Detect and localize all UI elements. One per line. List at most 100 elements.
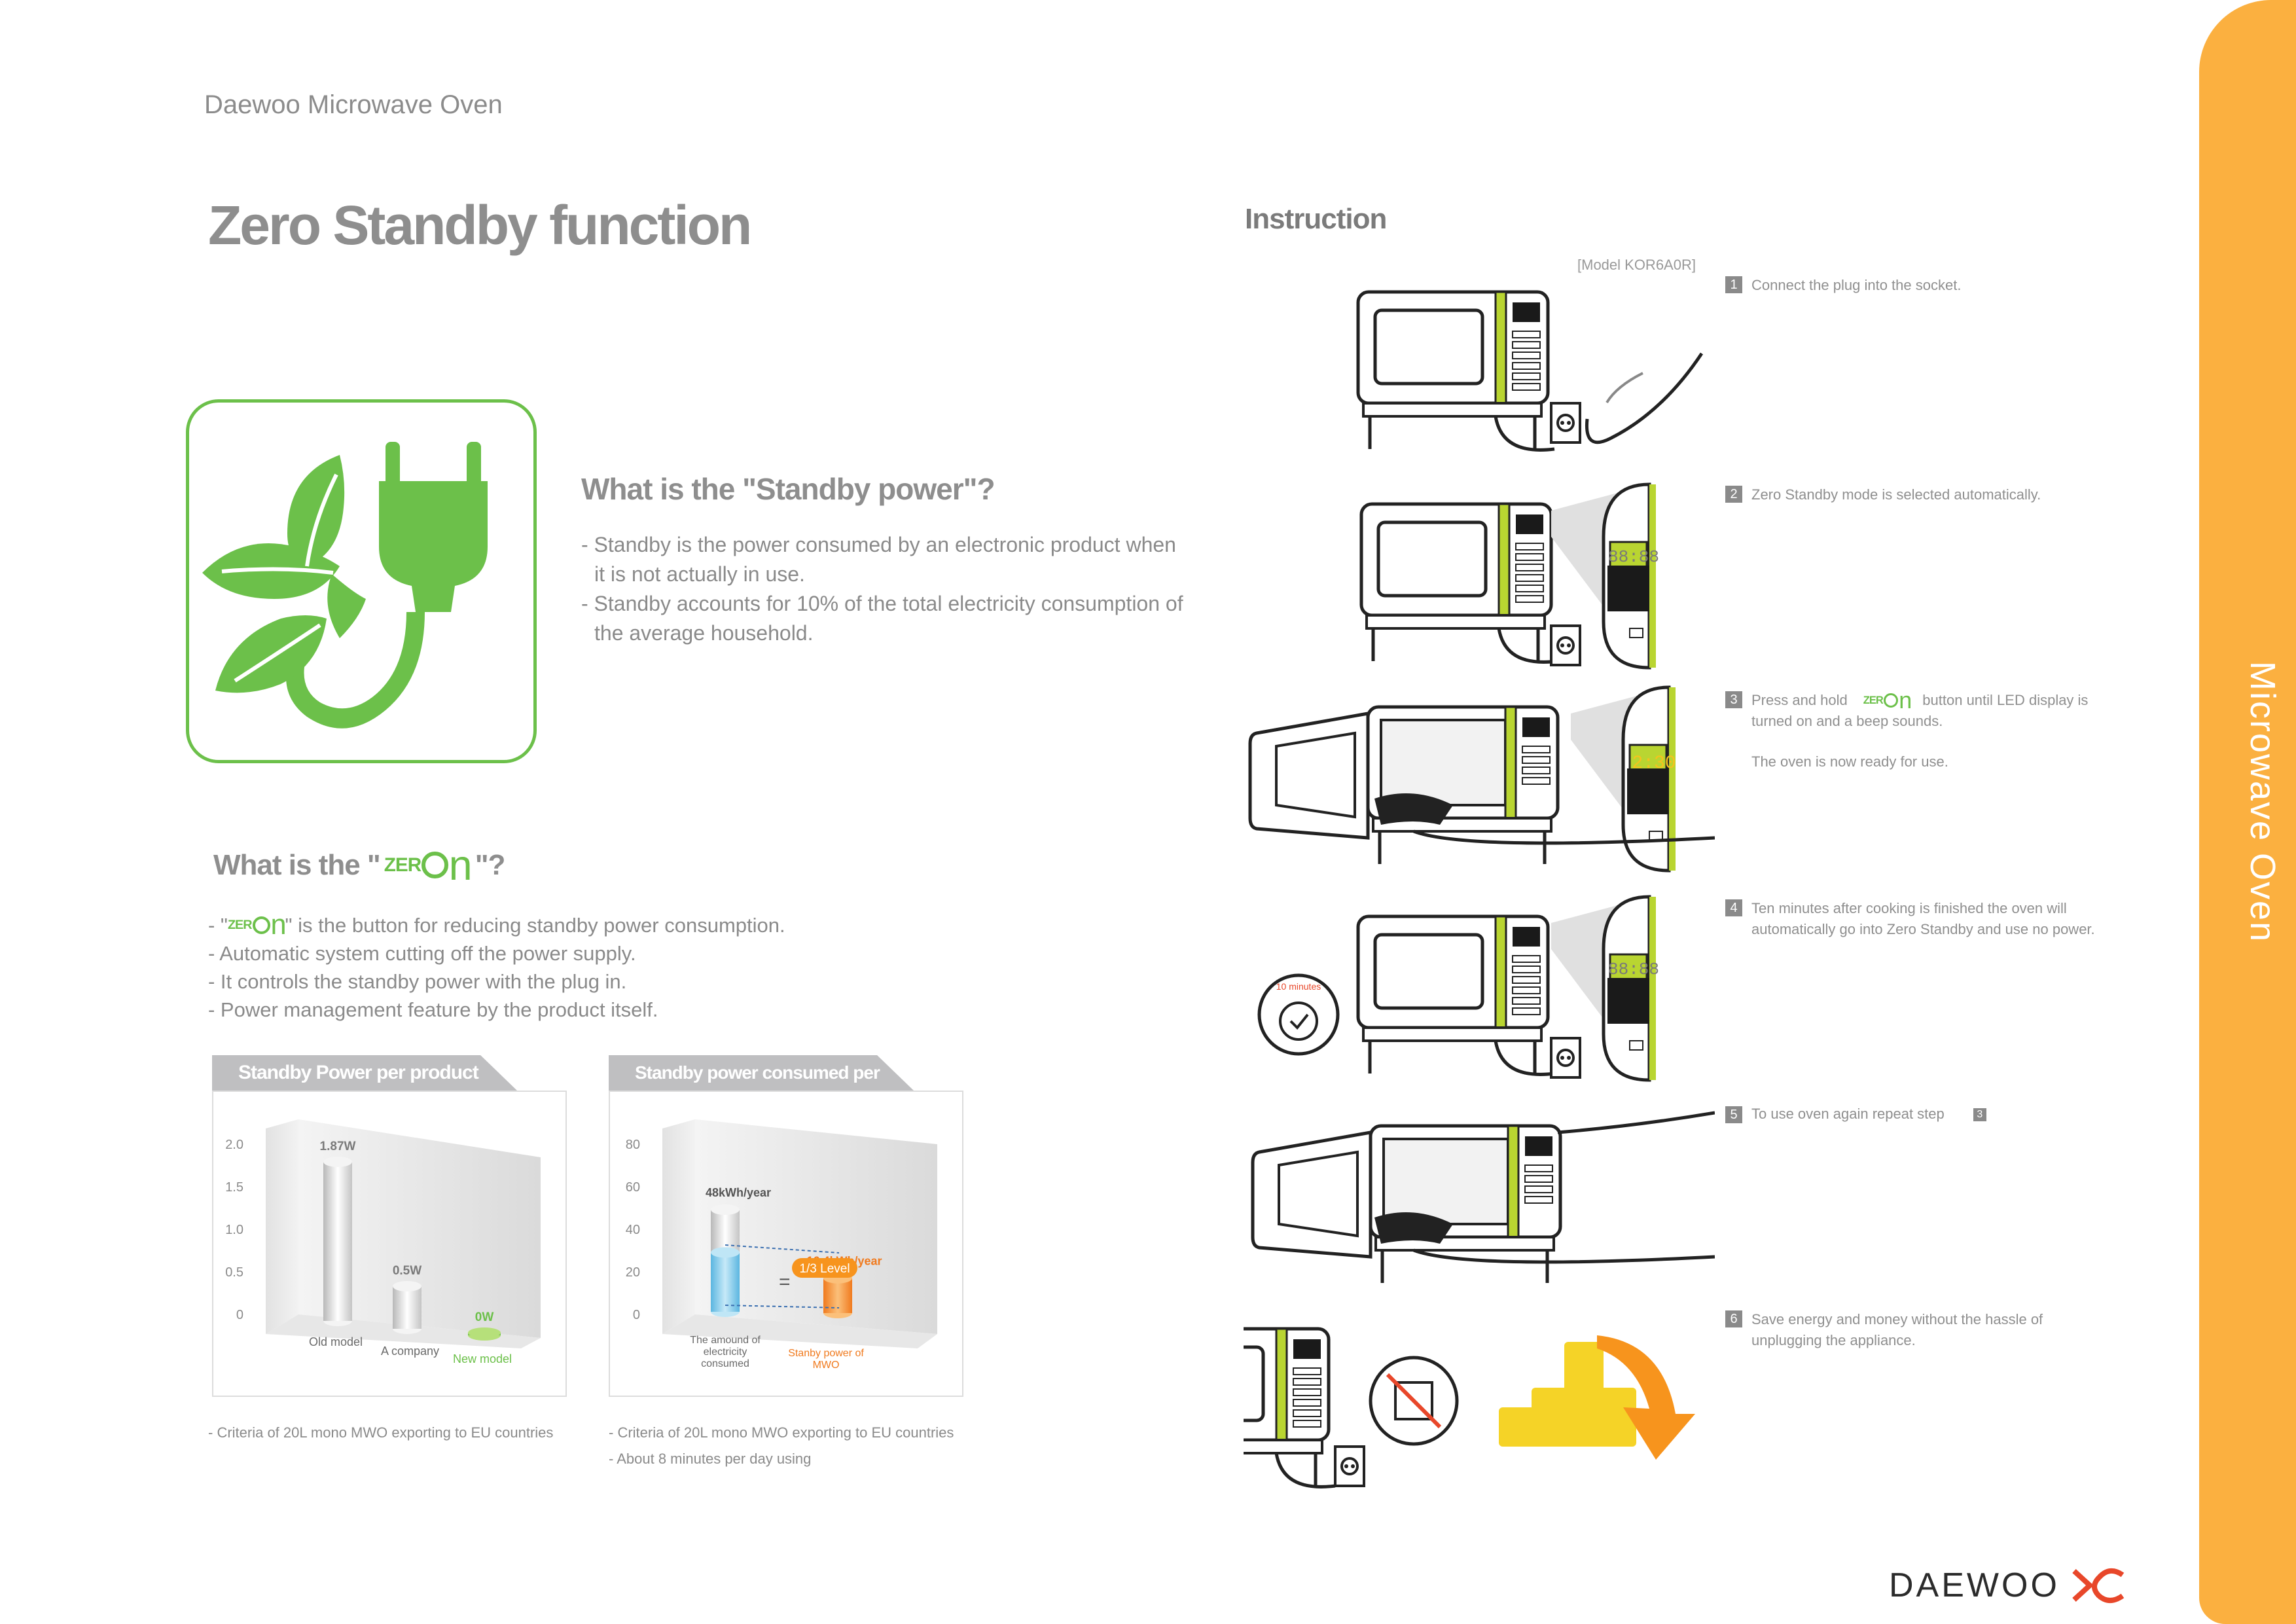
step5-arm	[1413, 1248, 1715, 1264]
instruction-illustrations: 88:88 2:30 88:88 10 minutes	[1244, 262, 1715, 1499]
chart1-bar-0-top	[323, 1156, 352, 1167]
step-3-zeron-power	[1883, 693, 1899, 708]
step-1: 1 Connect the plug into the socket.	[1725, 275, 1961, 296]
chart1-cat-new-model: New model	[453, 1352, 512, 1365]
daewoo-logo-text: DAEWOO	[1889, 1566, 2060, 1604]
chart1-tick-1.0: 1.0	[225, 1223, 243, 1237]
chart1-tick-0.5: 0.5	[225, 1265, 243, 1280]
step-4-text-a: Ten minutes after cooking is finished th…	[1751, 900, 2067, 916]
chart1-tick-0: 0	[236, 1308, 243, 1322]
step-3-zeron-n: n	[1899, 687, 1912, 713]
step5-hand	[1557, 1111, 1715, 1134]
step-6-number: 6	[1725, 1310, 1742, 1327]
standby-line-3: - Standby accounts for 10% of the total …	[581, 592, 1183, 615]
standby-question: What is the "Standby power"?	[581, 472, 996, 506]
zeron-button-icon: ZER n	[1863, 687, 1912, 713]
chart2-tick-80: 80	[626, 1138, 640, 1152]
chart1-tick-2.0: 2.0	[225, 1138, 243, 1152]
step-3: 3 Press and hold ZER n button until LED …	[1725, 687, 2088, 772]
zeron-z-small: ZER	[227, 918, 253, 932]
chart2-bar-0-top	[711, 1204, 740, 1215]
zeron-n: n	[448, 841, 473, 889]
chart2-cat2-line1: Stanby power of	[788, 1348, 864, 1359]
step6-microwave-partial	[1244, 1329, 1335, 1487]
chart1-data-label-1: 0.5W	[393, 1264, 422, 1278]
chart1-bar-1	[393, 1286, 422, 1329]
step1-arrow	[1605, 372, 1643, 404]
chart2-level-badge	[792, 1258, 857, 1278]
step-2-number: 2	[1725, 486, 1742, 503]
step5-dish	[1374, 1212, 1453, 1244]
step-6-text-b: unplugging the appliance.	[1751, 1332, 1916, 1348]
zeron-bullets: - " ZER n " is the button for reducing s…	[208, 911, 863, 1024]
zeron-logo: ZER n	[384, 840, 473, 890]
step-5-text: To use oven again repeat step	[1751, 1106, 1945, 1122]
zeron-question-prefix: What is the "	[213, 848, 381, 881]
sidebar-tab	[2199, 0, 2296, 1624]
step-3-number: 3	[1725, 691, 1742, 708]
step3-microwave-open	[1250, 707, 1558, 864]
zeron-bullet-3: - It controls the standby power with the…	[208, 970, 627, 993]
chart2-equals-sign: =	[779, 1271, 791, 1293]
step2-display-text: 88:88	[1608, 547, 1659, 567]
zeron-bullet-2: - Automatic system cutting off the power…	[208, 942, 636, 965]
step-2: 2 Zero Standby mode is selected automati…	[1725, 484, 2041, 505]
daewoo-emblem-icon	[2072, 1568, 2125, 1603]
zeron-power-icon	[422, 852, 448, 878]
step-3-text-a: Press and hold	[1751, 692, 1848, 708]
step-4-number: 4	[1725, 899, 1742, 916]
chart1-data-label-0: 1.87W	[320, 1140, 356, 1153]
step-5-number: 5	[1725, 1106, 1742, 1123]
step2-socket	[1550, 624, 1581, 666]
step-2-text: Zero Standby mode is selected automatica…	[1751, 486, 2041, 503]
timer-text: 10 minutes	[1276, 981, 1321, 992]
chart2-data-label-0: 48kWh/year	[706, 1186, 771, 1199]
step4-display-text: 88:88	[1608, 960, 1659, 979]
step1-microwave	[1358, 292, 1554, 450]
chart1-tick-1.5: 1.5	[225, 1180, 243, 1195]
zeron-question: What is the " ZER n "?	[213, 840, 505, 890]
chart2-cat2-line2: MWO	[813, 1360, 840, 1371]
chart2-bar-0-fill	[711, 1252, 740, 1312]
sidebar-label: Microwave Oven	[2243, 661, 2282, 943]
chart2-cat1-line2: electricity	[704, 1346, 747, 1358]
step-3-body: Press and hold ZER n button until LED di…	[1751, 687, 2088, 772]
step-6-body: Save energy and money without the hassle…	[1751, 1309, 2043, 1351]
standby-line-4: the average household.	[594, 621, 814, 645]
zeron-bullet-1: - " ZER n " is the button for reducing s…	[208, 911, 863, 939]
zeron-logo-small: ZER n	[227, 911, 287, 939]
step1-hand	[1585, 352, 1704, 444]
step3-display-text: 2:30	[1632, 753, 1676, 774]
page-title: Zero Standby function	[208, 194, 752, 256]
step-6-text-a: Save energy and money without the hassle…	[1751, 1311, 2043, 1327]
instruction-title: Instruction	[1245, 203, 1387, 235]
chart2-tick-40: 40	[626, 1223, 640, 1237]
step5-microwave-open	[1253, 1126, 1560, 1283]
step-4: 4 Ten minutes after cooking is finished …	[1725, 898, 2095, 940]
chart1-note: - Criteria of 20L mono MWO exporting to …	[208, 1424, 554, 1441]
chart1-bar-1-top	[393, 1281, 422, 1291]
step3-dish	[1374, 793, 1453, 825]
step-5-ref: 3	[1973, 1108, 1986, 1121]
savings-arrow-icon	[1597, 1335, 1695, 1460]
chart2-tick-20: 20	[626, 1265, 640, 1280]
leaf-plug-icon	[202, 442, 488, 729]
step-4-body: Ten minutes after cooking is finished th…	[1751, 898, 2095, 940]
chart2-bar-0-fill-top	[711, 1247, 740, 1258]
chart2-base-line	[725, 1305, 840, 1308]
step-3-text-c: turned on and a beep sounds.	[1751, 713, 1943, 729]
chart2-tick-0: 0	[633, 1308, 640, 1322]
chart2-note-1: - Criteria of 20L mono MWO exporting to …	[609, 1424, 954, 1441]
chart1-bar-0	[323, 1161, 352, 1321]
step1-socket	[1550, 402, 1581, 444]
chart2-tick-60: 60	[626, 1180, 640, 1195]
chart1-cat-old-model: Old model	[309, 1335, 363, 1348]
step2-microwave	[1361, 504, 1558, 662]
step-1-number: 1	[1725, 276, 1742, 293]
model-label: [Model KOR6A0R]	[1577, 257, 1696, 273]
step3-arm	[1413, 829, 1715, 845]
standby-line-2: it is not actually in use.	[594, 562, 805, 586]
